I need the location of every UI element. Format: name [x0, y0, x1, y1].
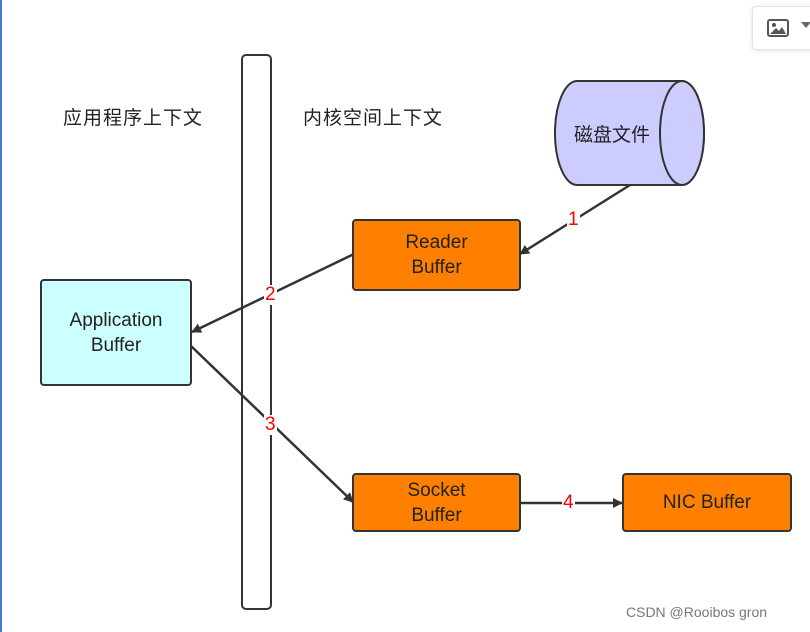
image-toolbar-button[interactable] [752, 6, 810, 50]
step-number-2: 2 [264, 284, 277, 305]
step-number-4: 4 [562, 492, 575, 513]
nic-buffer-box: NIC Buffer [622, 473, 792, 532]
disk-file-label: 磁盘文件 [574, 124, 651, 146]
application-buffer-box: Application Buffer [40, 279, 192, 386]
reader-buffer-box: Reader Buffer [352, 219, 521, 291]
chevron-down-icon[interactable] [801, 22, 810, 28]
left-edge-border [0, 0, 2, 632]
step-number-3: 3 [264, 414, 277, 435]
kernel-context-label: 内核空间上下文 [303, 107, 444, 129]
socket-buffer-box: Socket Buffer [352, 473, 521, 532]
application-context-label: 应用程序上下文 [63, 107, 204, 129]
step-number-1: 1 [567, 209, 580, 230]
watermark-text: CSDN @Rooibos gron [626, 604, 768, 620]
context-boundary-bar [241, 54, 272, 610]
image-icon [767, 19, 789, 37]
disk-cylinder [554, 80, 705, 186]
